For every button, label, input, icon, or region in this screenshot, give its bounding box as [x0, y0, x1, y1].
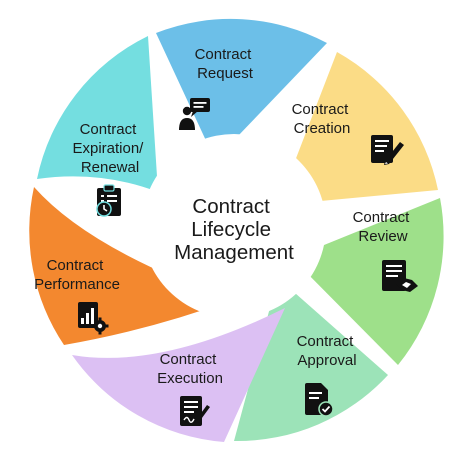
segment-performance: Contract Performance: [29, 187, 233, 345]
segment-expiration-label: Contract Expiration/ Renewal: [72, 121, 147, 176]
segment-request-label: Contract Request: [195, 46, 256, 82]
segment-execution: Contract Execution: [72, 308, 285, 442]
document-signature-icon: [180, 396, 210, 426]
segment-request: Contract Request: [156, 18, 327, 161]
document-check-icon: [305, 383, 334, 417]
segment-request-shape: [156, 18, 327, 161]
document-pen-icon: [371, 135, 404, 165]
center-title: Contract Lifecycle Management: [174, 195, 294, 264]
chart-gear-icon: [78, 302, 109, 335]
clipboard-clock-icon: [96, 184, 121, 217]
segment-review: Contract Review: [292, 198, 444, 365]
segment-review-label: Contract Review: [353, 209, 414, 245]
segment-creation-shape: [278, 52, 438, 205]
segment-execution-shape: [72, 308, 285, 442]
segment-creation-label: Contract Creation: [292, 101, 353, 137]
segment-performance-label: Contract Performance: [34, 257, 120, 293]
segment-expiration: Contract Expiration/ Renewal: [37, 36, 158, 217]
segment-approval-label: Contract Approval: [297, 333, 358, 369]
segment-creation: Contract Creation: [278, 52, 438, 205]
center-hub: [142, 134, 326, 318]
person-speech-bubble-icon: [179, 98, 210, 130]
segment-review-shape: [292, 198, 444, 365]
segment-execution-label: Contract Execution: [157, 351, 223, 387]
document-handshake-icon: [382, 260, 418, 292]
segment-expiration-shape: [37, 36, 158, 192]
